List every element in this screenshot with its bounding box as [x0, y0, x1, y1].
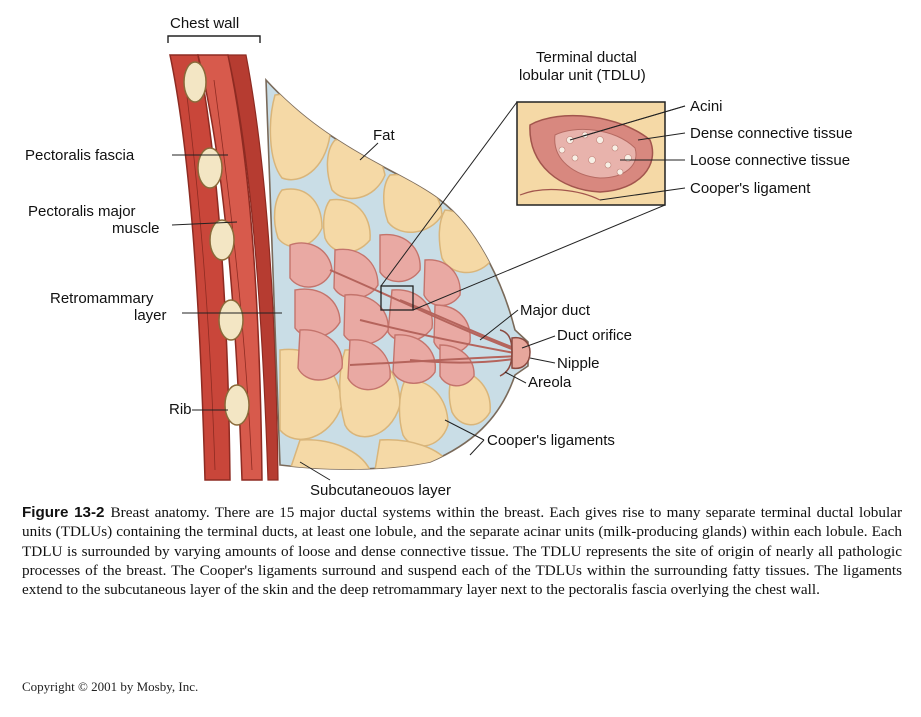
label-duct-orifice: Duct orifice — [557, 327, 632, 344]
label-pectoralis-fascia: Pectoralis fascia — [25, 147, 135, 164]
label-pectoralis-major-line1: Pectoralis major — [28, 203, 136, 220]
rib — [209, 219, 235, 261]
copyright-notice: Copyright © 2001 by Mosby, Inc. — [22, 679, 199, 694]
label-rib: Rib — [169, 401, 192, 418]
acinus — [558, 146, 566, 154]
ribs — [183, 61, 250, 426]
label-retromammary-line1: Retromammary — [50, 290, 154, 307]
label-areola: Areola — [528, 374, 572, 391]
rib — [218, 299, 244, 341]
acinus — [604, 161, 612, 169]
anatomy-illustration: Chest wall Terminal ductal lobular unit … — [25, 15, 853, 499]
label-dense-connective-tissue: Dense connective tissue — [690, 125, 853, 142]
label-retromammary-line2: layer — [134, 307, 167, 324]
label-tdlu-title-line1: Terminal ductal — [536, 49, 637, 66]
pectoralis-major-muscle — [169, 54, 279, 481]
major-ducts — [329, 269, 521, 366]
tdlu-inset — [516, 101, 666, 206]
leader-lines — [171, 105, 686, 481]
label-acini: Acini — [690, 98, 723, 115]
label-subcutaneous-layer: Subcutaneouos layer — [310, 482, 451, 499]
label-loose-connective-tissue: Loose connective tissue — [690, 152, 850, 169]
acinus — [588, 156, 596, 164]
acinus — [611, 144, 619, 152]
rib — [197, 147, 223, 189]
acinus — [571, 154, 579, 162]
rib — [183, 61, 207, 103]
acinus — [616, 168, 624, 176]
chest-wall-brace — [167, 35, 261, 43]
caption-text: Breast anatomy. There are 15 major ducta… — [22, 504, 903, 599]
areola — [499, 329, 513, 377]
figure-number: Figure 13-2 — [22, 504, 105, 521]
tdlu-connector-line — [380, 101, 518, 287]
tdlu-connector-line — [412, 204, 666, 311]
label-coopers-ligament: Cooper's ligament — [690, 180, 811, 197]
acinus — [596, 136, 604, 144]
label-coopers-ligaments: Cooper's ligaments — [487, 432, 615, 449]
rib — [224, 384, 250, 426]
label-tdlu-title-line2: lobular unit (TDLU) — [519, 67, 646, 84]
label-fat: Fat — [373, 127, 396, 144]
nipple — [511, 336, 531, 370]
label-pectoralis-major-line2: muscle — [112, 220, 160, 237]
tdlu-locator-box — [380, 285, 414, 311]
label-chest-wall: Chest wall — [170, 15, 239, 32]
label-major-duct: Major duct — [520, 302, 591, 319]
label-nipple: Nipple — [557, 355, 600, 372]
